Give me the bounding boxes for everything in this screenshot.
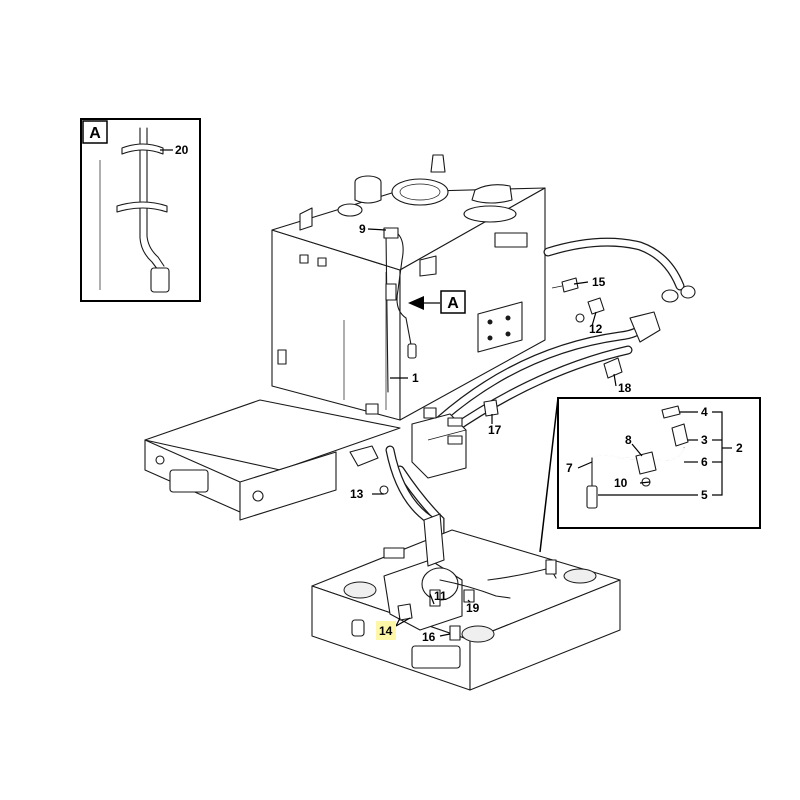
callout-6: 6 (701, 455, 708, 469)
tank-fill-cap (391, 178, 449, 206)
fitting-15 (561, 277, 579, 293)
callout-15: 15 (592, 275, 606, 289)
detail-inset: 4 3 8 2 7 6 10 5 (539, 397, 761, 553)
detail-cap (661, 405, 681, 419)
callout-9: 9 (359, 222, 366, 236)
callout-2: 2 (736, 441, 743, 455)
callout-12: 12 (589, 322, 603, 336)
detail-clip (635, 451, 657, 475)
fitting-18 (603, 357, 623, 379)
callout-18: 18 (618, 381, 632, 395)
fitting-13-block (349, 445, 379, 467)
hose-fitting-elbow (629, 311, 661, 343)
lower-sensor (545, 559, 557, 575)
callout-20: 20 (175, 143, 189, 157)
sensor-plug (407, 343, 417, 359)
view-marker-letter: A (447, 295, 459, 312)
callout-5: 5 (701, 488, 708, 502)
inset-a: A 20 (80, 118, 201, 302)
callout-19: 19 (466, 601, 480, 615)
fitting-12 (587, 297, 605, 315)
sensor-clip (385, 283, 397, 301)
callout-11: 11 (434, 589, 447, 603)
base-frame-left (144, 399, 401, 521)
tank-assembly (271, 154, 546, 421)
clamp-20-lower (116, 201, 168, 213)
breather (430, 154, 446, 173)
sensor-head (383, 227, 399, 239)
inset-a-letter: A (89, 125, 101, 142)
detail-connector (671, 423, 689, 447)
callout-17: 17 (488, 423, 502, 437)
view-arrow (408, 296, 424, 310)
callout-16: 16 (422, 630, 436, 644)
level-sensor: 9 1 (359, 222, 419, 393)
callout-10: 10 (614, 476, 628, 490)
callout-4: 4 (701, 405, 708, 419)
callout-14: 14 (379, 624, 393, 638)
fitting-17 (483, 399, 499, 417)
clamp-20-upper (121, 143, 164, 155)
view-marker-box (440, 290, 466, 314)
main-callouts: 15 12 18 17 13 11 19 14 16 (350, 275, 632, 644)
fitting-19 (463, 589, 475, 603)
sensor-connector-inset (150, 267, 170, 293)
callout-13: 13 (350, 487, 364, 501)
detail-sensor (586, 485, 598, 509)
inset-a-letter-box (82, 120, 108, 144)
callout-7: 7 (566, 461, 573, 475)
fitting-14 (397, 603, 413, 621)
callout-1: 1 (412, 371, 419, 385)
tank-label-plate (494, 232, 528, 248)
hose-end-upper (661, 289, 679, 303)
fitting-11 (429, 589, 441, 607)
callout-8: 8 (625, 433, 632, 447)
control-valve (411, 407, 467, 479)
fittings (349, 277, 623, 641)
callout-3: 3 (701, 433, 708, 447)
tank-port-cover (463, 205, 517, 223)
fitting-16 (449, 625, 461, 641)
fitting-13 (379, 485, 389, 495)
view-marker-a: A (408, 290, 466, 314)
highlight-marker-14 (376, 621, 396, 640)
